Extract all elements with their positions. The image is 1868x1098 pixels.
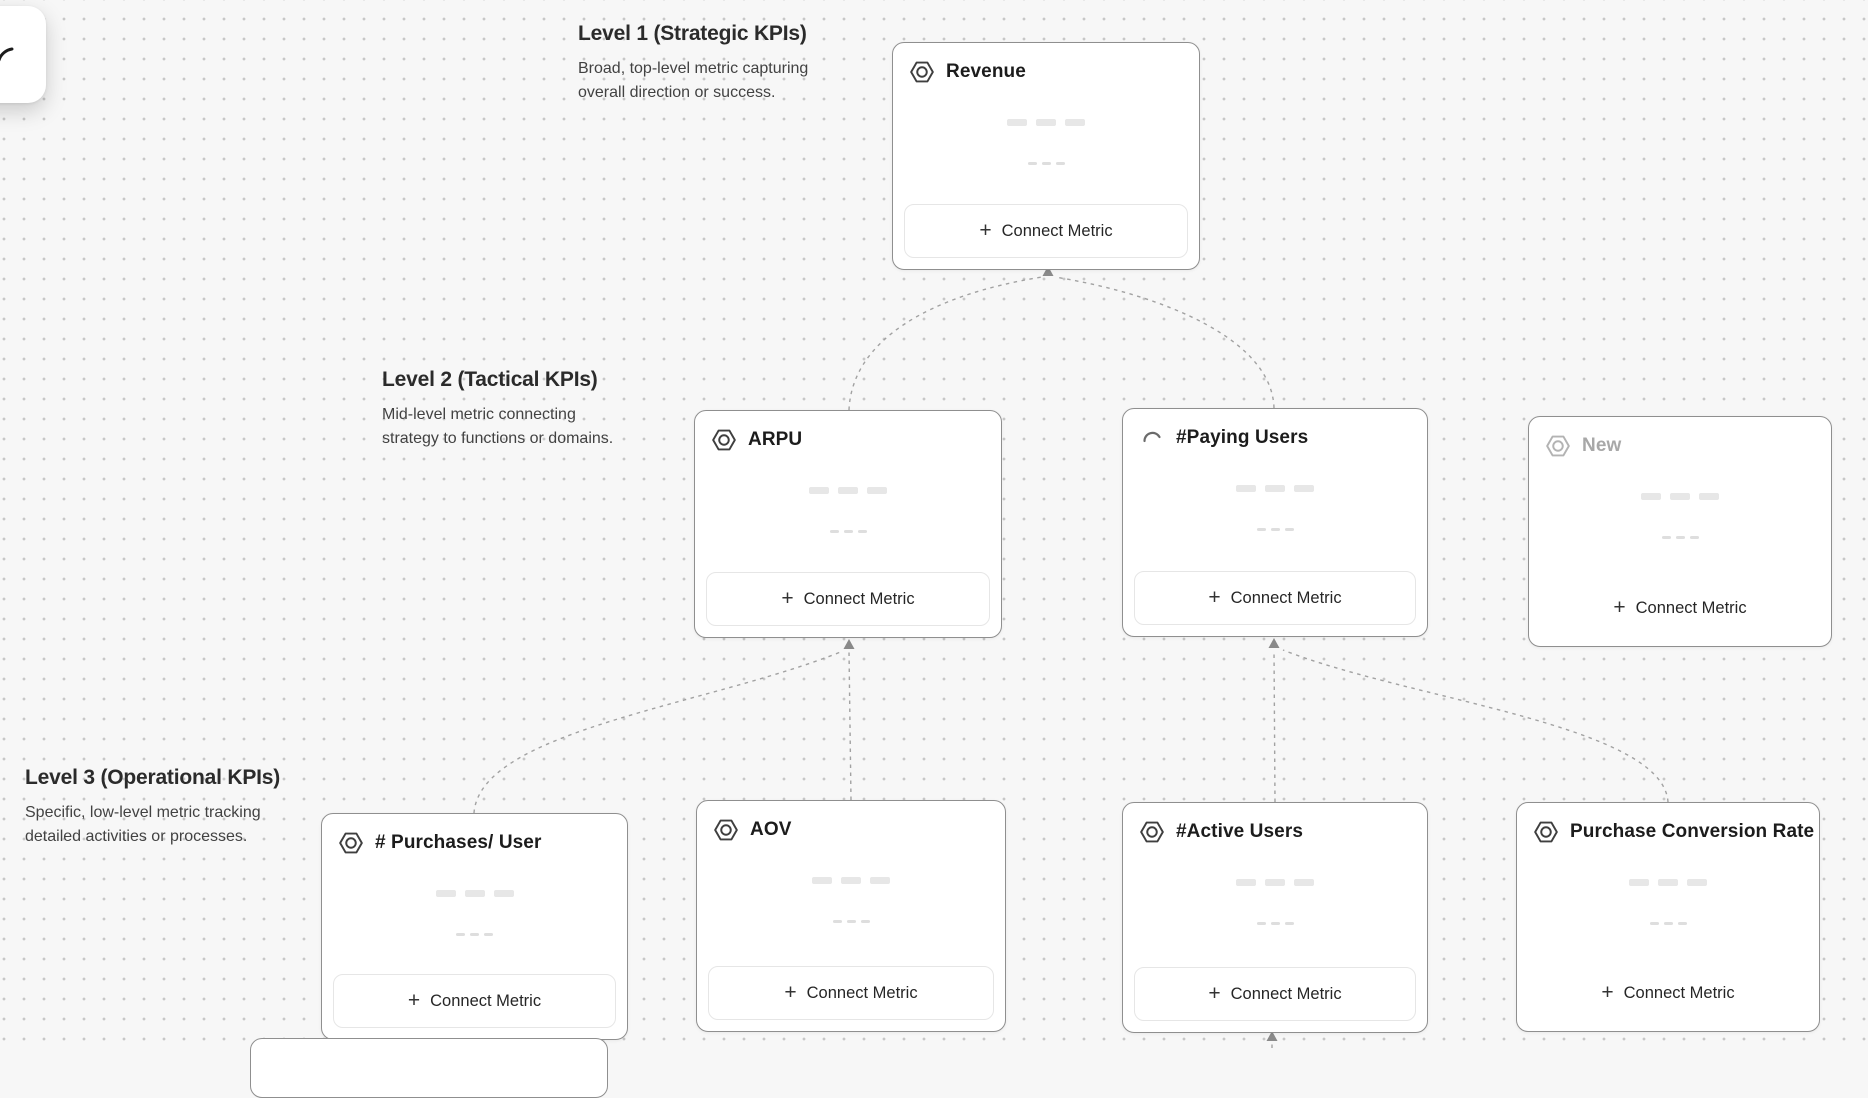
connect-metric-button[interactable]: + Connect Metric	[1540, 581, 1820, 635]
level-3-label: Level 3 (Operational KPIs) Specific, low…	[25, 766, 280, 849]
plus-icon: +	[1208, 981, 1221, 1005]
skeleton-dashes	[322, 933, 627, 936]
connect-metric-label: Connect Metric	[430, 991, 542, 1010]
plus-icon: +	[1208, 585, 1221, 609]
skeleton-blocks	[322, 890, 627, 897]
connect-metric-button[interactable]: + Connect Metric	[904, 204, 1188, 258]
card-header: New	[1529, 417, 1831, 459]
connect-metric-button[interactable]: + Connect Metric	[333, 974, 616, 1028]
plus-icon: +	[1601, 980, 1614, 1004]
floating-toolbar-panel[interactable]	[0, 6, 46, 103]
edge-pcr-to-payingusers	[1282, 649, 1669, 803]
edge-aov-to-arpu	[848, 650, 852, 801]
metric-card-arpu[interactable]: ARPU + Connect Metric	[694, 410, 1002, 638]
card-header: # Purchases/ User	[322, 814, 627, 856]
metric-hexagon-icon	[1544, 432, 1571, 459]
metric-hexagon-icon	[712, 816, 739, 843]
connect-metric-button[interactable]: + Connect Metric	[1134, 967, 1416, 1021]
card-header: AOV	[697, 801, 1005, 843]
connect-metric-label: Connect Metric	[806, 983, 918, 1002]
metric-hexagon-icon	[908, 58, 935, 85]
cursor-stroke-icon	[0, 47, 14, 62]
card-title: #Active Users	[1176, 820, 1303, 842]
metric-card-revenue[interactable]: Revenue + Connect Metric	[892, 42, 1200, 270]
plus-icon: +	[784, 980, 797, 1004]
metric-hexagon-icon	[337, 829, 364, 856]
metric-hexagon-icon	[1532, 818, 1559, 845]
skeleton-dashes	[1529, 536, 1831, 539]
connect-metric-label: Connect Metric	[803, 589, 915, 608]
card-title: #Paying Users	[1176, 426, 1309, 448]
plus-icon: +	[781, 586, 794, 610]
connect-metric-label: Connect Metric	[1001, 221, 1113, 240]
skeleton-blocks	[1529, 493, 1831, 500]
arrowhead-payingusers	[1268, 638, 1280, 648]
edge-activeusers-to-payingusers	[1273, 649, 1276, 803]
skeleton-dashes	[697, 920, 1005, 923]
card-header: #Active Users	[1123, 803, 1427, 845]
skeleton-dashes	[893, 162, 1199, 165]
metric-card-purchases-per-user[interactable]: # Purchases/ User + Connect Metric	[321, 813, 628, 1040]
card-title: ARPU	[748, 428, 803, 450]
connect-metric-label: Connect Metric	[1230, 984, 1342, 1003]
card-title: Revenue	[946, 60, 1026, 82]
loading-spinner-icon	[1138, 424, 1165, 451]
level-2-title: Level 2 (Tactical KPIs)	[382, 368, 598, 391]
card-header: #Paying Users	[1123, 409, 1427, 451]
metric-card-purchase-conversion-rate[interactable]: Purchase Conversion Rate + Connect Metri…	[1516, 802, 1820, 1032]
level-1-title: Level 1 (Strategic KPIs)	[578, 22, 807, 45]
level-1-label: Level 1 (Strategic KPIs) Broad, top-leve…	[578, 22, 808, 105]
card-header: ARPU	[695, 411, 1001, 453]
connect-metric-label: Connect Metric	[1635, 598, 1747, 617]
skeleton-dashes	[1517, 922, 1819, 925]
edge-payingusers-to-revenue	[1054, 276, 1275, 409]
connect-metric-button[interactable]: + Connect Metric	[708, 966, 994, 1020]
skeleton-dashes	[1123, 922, 1427, 925]
metric-hexagon-icon	[710, 426, 737, 453]
metric-hexagon-icon	[1138, 818, 1165, 845]
skeleton-dashes	[1123, 528, 1427, 531]
plus-icon: +	[407, 988, 421, 1012]
skeleton-blocks	[1123, 879, 1427, 886]
metric-card-new[interactable]: New + Connect Metric	[1528, 416, 1832, 647]
level-3-title: Level 3 (Operational KPIs)	[25, 766, 281, 789]
connect-metric-label: Connect Metric	[1230, 588, 1342, 607]
card-header: Purchase Conversion Rate	[1517, 803, 1819, 845]
skeleton-blocks	[695, 487, 1001, 494]
card-title: New	[1582, 434, 1622, 456]
connect-metric-button[interactable]: + Connect Metric	[1528, 966, 1808, 1020]
metric-card-paying-users[interactable]: #Paying Users + Connect Metric	[1122, 408, 1428, 637]
plus-icon: +	[1613, 595, 1626, 619]
metric-card-partial[interactable]	[250, 1038, 608, 1098]
metric-card-aov[interactable]: AOV + Connect Metric	[696, 800, 1006, 1032]
connect-metric-button[interactable]: + Connect Metric	[706, 572, 990, 626]
plus-icon: +	[979, 218, 992, 242]
skeleton-blocks	[1517, 879, 1819, 886]
edge-arpu-to-revenue	[848, 276, 1043, 411]
skeleton-blocks	[697, 877, 1005, 884]
edge-purchases-to-arpu	[473, 650, 844, 814]
card-title: # Purchases/ User	[375, 831, 542, 853]
skeleton-dashes	[695, 530, 1001, 533]
card-header: Revenue	[893, 43, 1199, 85]
arrowhead-arpu	[843, 639, 855, 649]
card-title: AOV	[750, 818, 792, 840]
skeleton-blocks	[1123, 485, 1427, 492]
connect-metric-label: Connect Metric	[1623, 983, 1735, 1002]
card-title: Purchase Conversion Rate	[1570, 820, 1815, 842]
connect-metric-button[interactable]: + Connect Metric	[1134, 571, 1416, 625]
metric-card-active-users[interactable]: #Active Users + Connect Metric	[1122, 802, 1428, 1033]
skeleton-blocks	[893, 119, 1199, 126]
level-2-label: Level 2 (Tactical KPIs) Mid-level metric…	[382, 368, 613, 451]
